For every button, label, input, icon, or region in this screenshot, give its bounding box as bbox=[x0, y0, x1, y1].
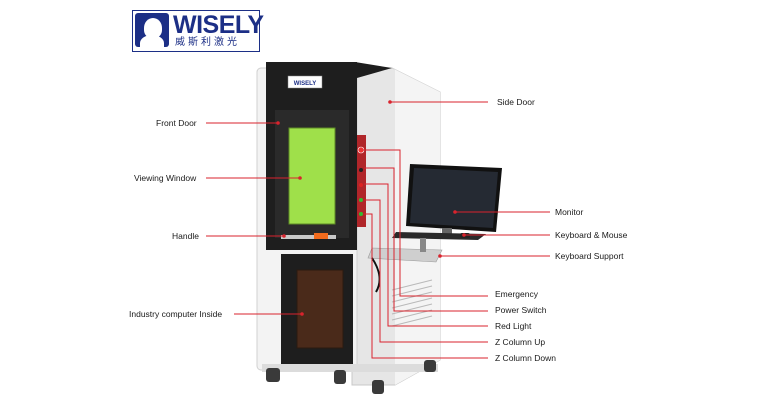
handle-bar bbox=[281, 235, 336, 239]
logo-subtitle: 威斯利激光 bbox=[175, 37, 240, 48]
viewing-window bbox=[288, 127, 336, 225]
wheels bbox=[266, 360, 436, 394]
label-z-column-down: Z Column Down bbox=[495, 353, 556, 363]
label-keyboard-mouse: Keyboard & Mouse bbox=[555, 230, 628, 240]
label-keyboard-support: Keyboard Support bbox=[555, 251, 624, 261]
brand-logo: WISELY 威斯利激光 bbox=[132, 10, 264, 52]
label-emergency: Emergency bbox=[495, 289, 538, 299]
label-z-column-up: Z Column Up bbox=[495, 337, 546, 347]
monitor-screen bbox=[410, 168, 498, 228]
machine-badge bbox=[287, 75, 323, 89]
z-down-button bbox=[359, 212, 363, 216]
support-cable bbox=[371, 257, 381, 293]
label-side-door: Side Door bbox=[497, 97, 535, 107]
control-panel bbox=[357, 135, 366, 227]
label-red-light: Red Light bbox=[495, 321, 532, 331]
z-up-button bbox=[359, 198, 363, 202]
label-handle: Handle bbox=[172, 231, 199, 241]
cabinet-base bbox=[262, 364, 438, 372]
power-switch-knob bbox=[359, 168, 363, 172]
handle-grip bbox=[314, 233, 328, 239]
label-monitor: Monitor bbox=[555, 207, 584, 217]
support-post bbox=[420, 238, 426, 252]
logo-head-icon bbox=[135, 13, 169, 47]
logo-wordmark: WISELY bbox=[173, 11, 264, 39]
label-power-switch: Power Switch bbox=[495, 305, 547, 315]
monitor-stand bbox=[442, 228, 452, 238]
side-vents bbox=[391, 279, 433, 327]
callout-dots bbox=[276, 100, 466, 316]
computer-window bbox=[296, 269, 344, 349]
red-light-button bbox=[359, 183, 363, 187]
label-front-door: Front Door bbox=[156, 118, 197, 128]
machine-badge-text: WISELY bbox=[294, 81, 316, 87]
label-viewing-window: Viewing Window bbox=[134, 173, 197, 183]
label-industry-computer: Industry computer Inside bbox=[129, 309, 223, 319]
callout-lines bbox=[206, 101, 550, 359]
